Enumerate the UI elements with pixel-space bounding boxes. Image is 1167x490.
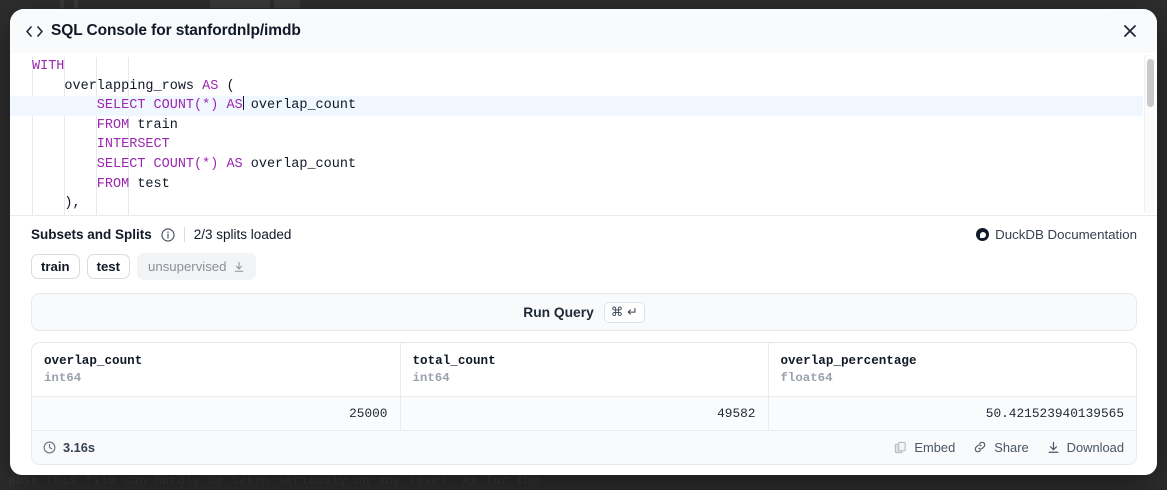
page-title: SQL Console for stanfordnlp/imdb	[51, 22, 301, 40]
close-icon[interactable]	[1117, 18, 1143, 44]
split-pill-test[interactable]: test	[87, 254, 130, 279]
sql-text: test	[129, 177, 170, 192]
share-button[interactable]: Share	[973, 440, 1028, 455]
code-line[interactable]: FROM test	[10, 175, 1143, 195]
split-pill-train[interactable]: train	[31, 254, 80, 279]
embed-label: Embed	[914, 440, 955, 455]
code-line[interactable]: FROM train	[10, 116, 1143, 136]
sql-keyword: AS	[226, 98, 242, 113]
modal-header: SQL Console for stanfordnlp/imdb	[10, 9, 1157, 53]
embed-button[interactable]: Embed	[894, 440, 955, 455]
table-cell: 25000	[32, 396, 400, 430]
sql-keyword: AS	[202, 79, 218, 94]
sql-keyword: (*)	[194, 157, 226, 172]
results-footer: 3.16s Embed Share Download	[32, 430, 1136, 464]
split-pill-unsupervised[interactable]: unsupervised	[137, 253, 256, 280]
sql-text: (	[218, 79, 234, 94]
code-line[interactable]: overlapping_rows AS (	[10, 77, 1143, 97]
sql-editor-content[interactable]: WITH overlapping_rows AS ( SELECT COUNT(…	[10, 53, 1143, 215]
backdrop-right-text: · ··	[1135, 478, 1161, 490]
query-timing: 3.16s	[43, 440, 95, 455]
duckdb-documentation-label: DuckDB Documentation	[995, 227, 1137, 242]
duckdb-documentation-link[interactable]: DuckDB Documentation	[976, 227, 1137, 242]
sql-text: overlap_count	[243, 98, 356, 113]
column-name: overlap_percentage	[781, 353, 1125, 370]
sql-keyword: SELECT COUNT	[32, 98, 194, 113]
sql-text: ),	[32, 196, 81, 211]
splits-loaded-status: 2/3 splits loaded	[194, 227, 292, 242]
sql-keyword: WITH	[32, 59, 64, 74]
editor-vertical-scrollbar[interactable]	[1144, 55, 1155, 213]
run-query-button[interactable]: Run Query ⌘ ↵	[31, 293, 1137, 331]
clock-icon	[43, 441, 56, 454]
shortcut-modifier: ⌘	[611, 304, 624, 320]
splits-title: Subsets and Splits	[31, 227, 152, 242]
column-name: total_count	[413, 353, 756, 370]
sql-keyword: FROM	[32, 118, 129, 133]
link-icon	[973, 440, 987, 454]
sql-keyword: SELECT COUNT	[32, 157, 194, 172]
sql-text: overlapping_rows	[32, 79, 202, 94]
duckdb-icon	[976, 228, 989, 241]
code-icon	[23, 20, 45, 42]
split-pill-label: unsupervised	[148, 259, 226, 274]
subsets-and-splits-section: Subsets and Splits 2/3 splits loaded Duc…	[10, 216, 1157, 280]
sql-keyword: FROM	[32, 177, 129, 192]
sql-console-modal: SQL Console for stanfordnlp/imdb WITH ov…	[10, 9, 1157, 475]
info-circle-icon[interactable]	[161, 228, 175, 242]
scrollbar-thumb[interactable]	[1147, 59, 1154, 107]
footer-actions: Embed Share Download	[894, 440, 1124, 455]
code-line[interactable]: SELECT COUNT(*) AS overlap_count	[10, 155, 1143, 175]
download-button[interactable]: Download	[1047, 440, 1124, 455]
column-type: int64	[413, 370, 756, 387]
sql-keyword: INTERSECT	[32, 137, 170, 152]
run-query-label: Run Query	[523, 305, 594, 320]
table-cell: 49582	[400, 396, 768, 430]
column-type: int64	[44, 370, 388, 387]
code-line[interactable]: ),	[10, 194, 1143, 214]
code-line[interactable]: WITH	[10, 57, 1143, 77]
code-line[interactable]: INTERSECT	[10, 135, 1143, 155]
download-label: Download	[1067, 440, 1124, 455]
share-label: Share	[994, 440, 1028, 455]
shortcut-key: ↵	[627, 304, 637, 320]
sql-keyword: AS	[226, 157, 242, 172]
sql-editor[interactable]: WITH overlapping_rows AS ( SELECT COUNT(…	[10, 53, 1157, 216]
sql-text: train	[129, 118, 178, 133]
run-query-shortcut: ⌘ ↵	[604, 302, 645, 323]
split-pill-label: train	[41, 259, 70, 274]
download-icon	[1047, 441, 1060, 454]
column-type: float64	[781, 370, 1125, 387]
sql-text: overlap_count	[243, 157, 356, 172]
download-icon	[233, 261, 245, 273]
split-pill-label: test	[97, 259, 120, 274]
divider	[184, 227, 185, 242]
sql-keyword: (*)	[194, 98, 226, 113]
split-pill-list: train test unsupervised	[31, 253, 1137, 280]
column-name: overlap_count	[44, 353, 388, 370]
backdrop-dataset-text: ause this film can hardly be taken serio…	[8, 474, 539, 488]
query-timing-value: 3.16s	[63, 440, 95, 455]
code-line[interactable]: SELECT COUNT(*) AS overlap_count	[10, 96, 1143, 116]
splits-header: Subsets and Splits 2/3 splits loaded Duc…	[31, 227, 1137, 242]
copy-icon	[894, 441, 907, 454]
table-cell: 50.421523940139565	[768, 396, 1136, 430]
